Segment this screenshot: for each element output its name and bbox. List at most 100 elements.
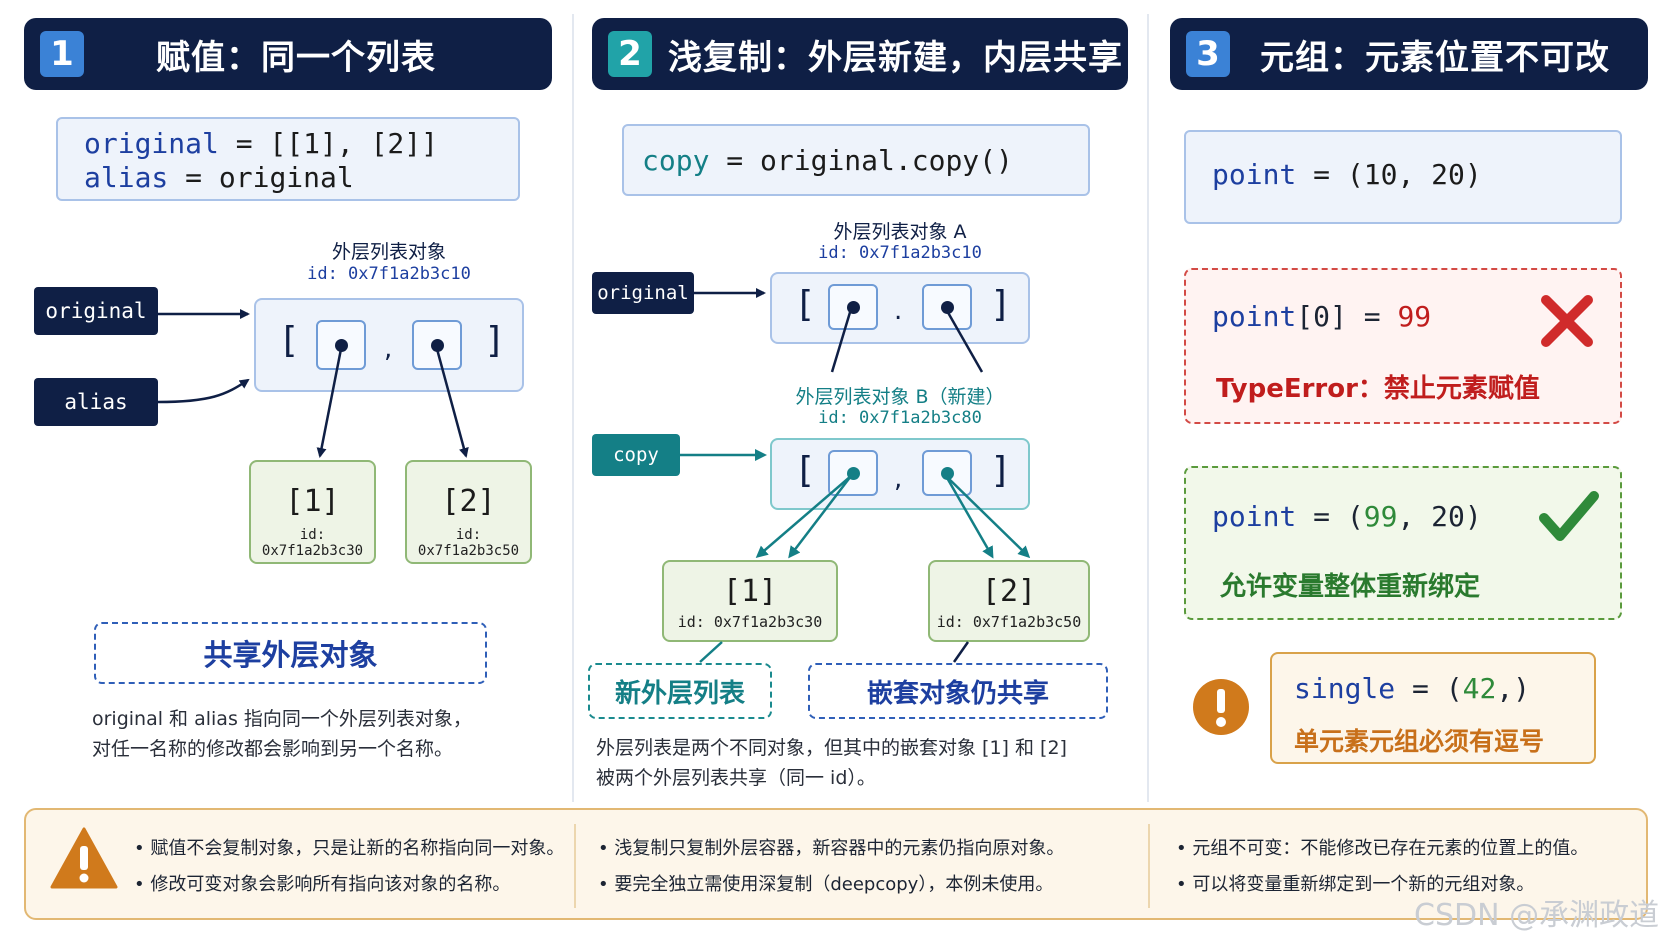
summary-line: • 修改可变对象会影响所有指向该对象的名称。	[134, 874, 511, 895]
outer-list-a-box: [ . ]	[770, 272, 1030, 344]
code-var: point	[1212, 500, 1297, 533]
arrow-slot1-to-inner1	[316, 348, 343, 458]
summary-bar: • 赋值不会复制对象，只是让新的名称指向同一对象。 • 修改可变对象会影响所有指…	[24, 808, 1648, 920]
code-index: [0]	[1296, 300, 1347, 333]
code-var: alias	[84, 161, 169, 194]
panel1-number: 1	[40, 31, 84, 77]
summary-line: • 元组不可变：不能修改已存在元素的位置上的值。	[1176, 838, 1589, 859]
inner-list-1: [1] id: 0x7f1a2b3c30	[662, 560, 838, 642]
warning-icon	[50, 826, 118, 890]
arrow-b-slot1-to-inner1-a	[755, 475, 852, 558]
panel1-title: 赋值：同一个列表	[156, 37, 436, 78]
comma: .	[894, 296, 903, 326]
panel3-title: 元组：元素位置不可改	[1260, 37, 1610, 78]
tag-alias: alias	[34, 378, 158, 426]
error-text: TypeError：禁止元素赋值	[1216, 374, 1540, 404]
summary-line: • 要完全独立需使用深复制（deepcopy），本例未使用。	[598, 874, 1054, 895]
panel2-title: 浅复制：外层新建，内层共享	[668, 37, 1123, 78]
inner-value: [1]	[285, 484, 340, 519]
code-rest: = original.copy()	[709, 144, 1013, 177]
list-slot	[412, 320, 462, 370]
code-line: point = (99, 20)	[1212, 500, 1482, 533]
ok-text: 允许变量整体重新绑定	[1220, 572, 1481, 602]
code-rest: , 20)	[1397, 500, 1482, 533]
divider	[572, 14, 574, 802]
connector-inner1-badge	[699, 641, 723, 663]
note-line: original 和 alias 指向同一个外层列表对象，	[92, 708, 472, 730]
line-a-slot1	[830, 308, 853, 373]
error-example: point[0] = 99 TypeError：禁止元素赋值	[1184, 268, 1622, 424]
check-icon	[1538, 488, 1600, 546]
code-var: point	[1212, 300, 1297, 333]
panel1-header: 1 赋值：同一个列表	[24, 18, 552, 90]
panel3-code1: point = (10, 20)	[1184, 130, 1622, 224]
arrow-b-slot1-to-inner1-b	[788, 475, 852, 559]
bracket-close: ]	[484, 320, 506, 361]
divider	[1147, 14, 1149, 802]
outer-list-b-id: id: 0x7f1a2b3c80	[818, 408, 982, 428]
panel2-note: 外层列表是两个不同对象，但其中的嵌套对象 [1] 和 [2] 被两个外层列表共享…	[596, 733, 1136, 793]
new-outer-badge: 新外层列表	[588, 663, 772, 719]
outer-list-box: [ , ]	[254, 298, 524, 392]
code-var: copy	[642, 144, 710, 177]
summary-col-2: • 浅复制只复制外层容器，新容器中的元素仍指向原对象。 • 要完全独立需使用深复…	[598, 834, 1064, 896]
outer-list-id: id: 0x7f1a2b3c10	[307, 264, 471, 284]
code-line: single = (42,)	[1294, 672, 1530, 705]
bracket-close: ]	[990, 450, 1012, 491]
connector-inner2-badge	[952, 641, 970, 663]
pointer-dot	[431, 339, 444, 352]
bracket-open: [	[278, 320, 300, 361]
inner-list-2: [2] id: 0x7f1a2b3c50	[928, 560, 1090, 642]
code-line: point[0] = 99	[1212, 300, 1431, 333]
comma: ,	[384, 334, 393, 364]
code-var: original	[84, 127, 219, 160]
cross-icon	[1538, 292, 1596, 350]
code-eq: = (	[1395, 672, 1463, 705]
ok-example: point = (99, 20) 允许变量整体重新绑定	[1184, 466, 1622, 620]
summary-line: • 浅复制只复制外层容器，新容器中的元素仍指向原对象。	[598, 838, 1065, 859]
single-tuple-example: single = (42,) 单元素元组必须有逗号	[1270, 652, 1596, 764]
inner-value: [2]	[441, 484, 496, 519]
list-slot	[922, 284, 972, 330]
code-value: 42	[1462, 672, 1497, 705]
panel1-note: original 和 alias 指向同一个外层列表对象， 对任一名称的修改都会…	[92, 704, 562, 764]
summary-line: • 可以将变量重新绑定到一个新的元组对象。	[1176, 874, 1535, 895]
code-var: point	[1212, 158, 1297, 191]
tag-copy: copy	[592, 434, 680, 476]
watermark: CSDN @承渊政道	[1414, 898, 1660, 933]
arrow-b-slot2-to-inner2-b	[945, 475, 1031, 559]
outer-list-b-box: [ , ]	[770, 438, 1030, 510]
bracket-open: [	[794, 284, 816, 325]
pointer-dot	[335, 339, 348, 352]
code-var: single	[1294, 672, 1396, 705]
shared-nested-badge: 嵌套对象仍共享	[808, 663, 1108, 719]
comma: ,	[894, 464, 903, 494]
arrow-slot2-to-inner2	[435, 348, 469, 458]
arrow-b-slot2-to-inner2-a	[944, 475, 994, 559]
pointer-dot	[941, 467, 954, 480]
panel1-code: original = [[1], [2]] alias = original	[56, 117, 520, 201]
panel3-number: 3	[1186, 31, 1230, 77]
code-eq: = (	[1296, 500, 1364, 533]
note-line: 外层列表是两个不同对象，但其中的嵌套对象 [1] 和 [2]	[596, 737, 1067, 759]
note-line: 对任一名称的修改都会影响到另一个名称。	[92, 738, 454, 760]
arrow-alias-to-list	[157, 378, 250, 404]
line-a-slot2	[944, 308, 984, 373]
outer-list-label: 外层列表对象	[331, 241, 446, 263]
code-eq: =	[1346, 300, 1398, 333]
pointer-dot	[941, 301, 954, 314]
inner-id: id: 0x7f1a2b3c30	[261, 527, 364, 559]
summary-col-3: • 元组不可变：不能修改已存在元素的位置上的值。 • 可以将变量重新绑定到一个新…	[1176, 834, 1588, 896]
inner-value: [1]	[722, 574, 778, 609]
code-value: 99	[1363, 500, 1398, 533]
inner-id: id: 0x7f1a2b3c30	[677, 613, 823, 631]
divider	[574, 824, 576, 908]
panel2-header: 2 浅复制：外层新建，内层共享	[592, 18, 1128, 90]
inner-id: id: 0x7f1a2b3c50	[417, 527, 520, 559]
code-rest: ,)	[1496, 672, 1531, 705]
list-slot	[316, 320, 366, 370]
tag-original: original	[34, 287, 158, 335]
summary-line: • 赋值不会复制对象，只是让新的名称指向同一对象。	[134, 838, 565, 859]
inner-id: id: 0x7f1a2b3c50	[936, 613, 1082, 631]
